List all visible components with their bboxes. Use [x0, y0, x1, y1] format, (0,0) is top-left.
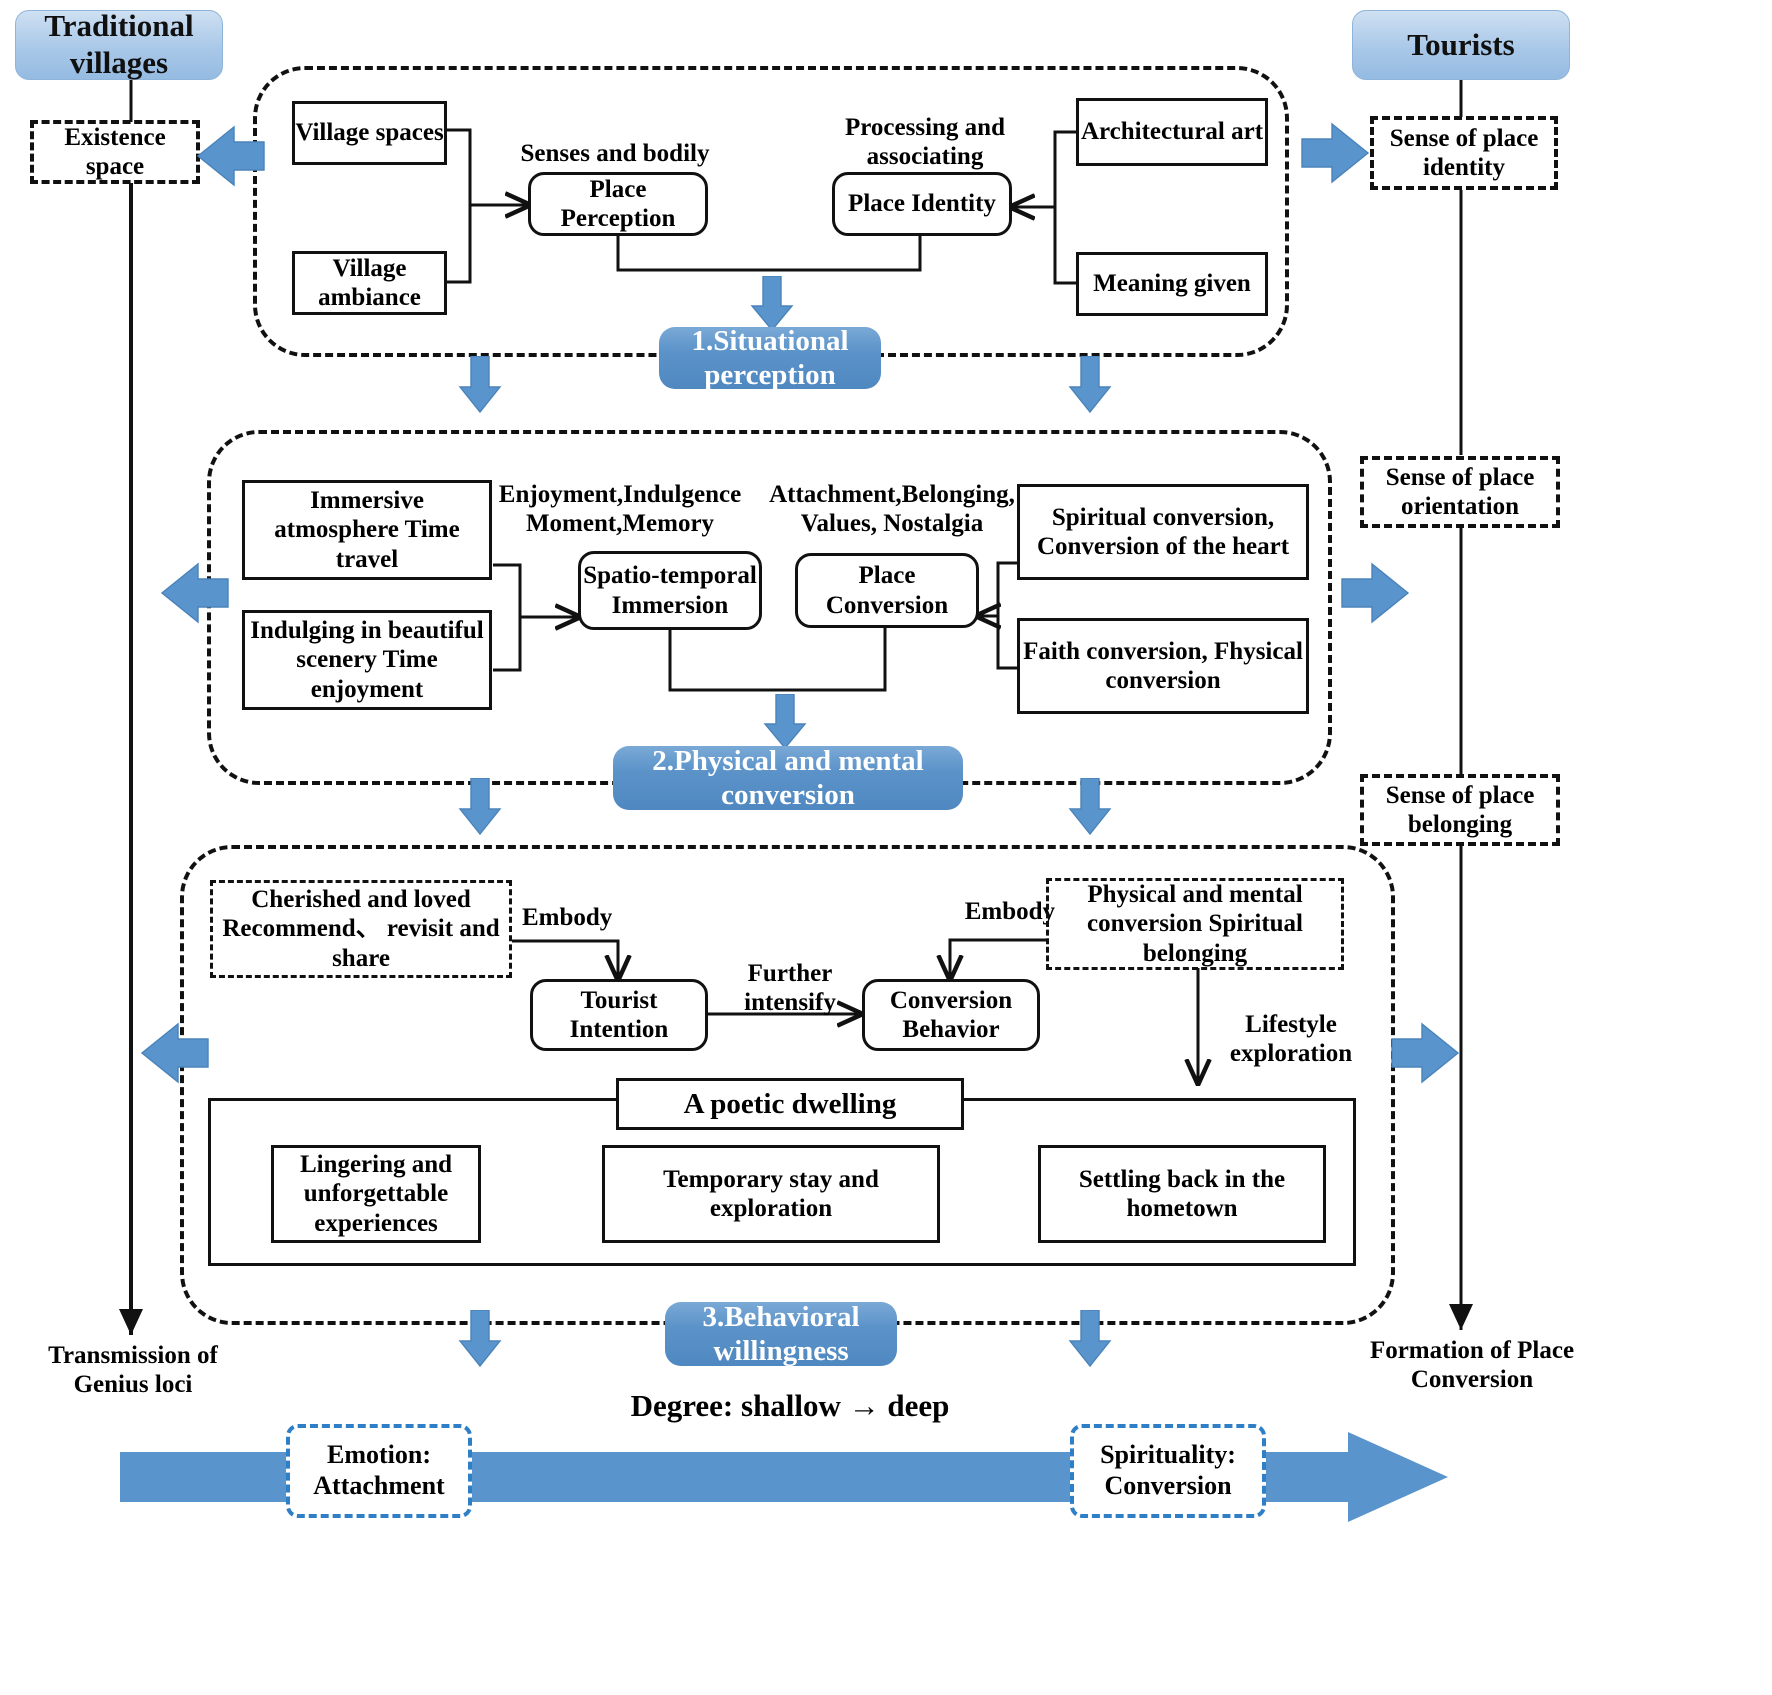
place-conversion-label: Place Conversion: [825, 562, 949, 619]
emotion-attachment-box: Emotion: Attachment: [286, 1424, 472, 1518]
embody-left-text: Embody: [522, 904, 613, 932]
poetic-dwelling-box: A poetic dwelling: [616, 1078, 964, 1130]
indulging-scenery-label: Indulging in beautiful scenery Time enjo…: [250, 616, 484, 703]
stage2-badge: 2.Physical and mental conversion: [613, 744, 963, 811]
attachment-belonging-label: Attachment,Belonging, Values, Nostalgia: [768, 478, 1016, 540]
cherished-loved-label: Cherished and loved Recommend、 revisit a…: [222, 885, 500, 972]
settling-back-label: Settling back in the hometown: [1078, 1165, 1286, 1223]
stage1-badge: 1.Situational perception: [659, 324, 881, 391]
temporary-stay-box: Temporary stay and exploration: [602, 1145, 940, 1243]
spirituality-conversion-box: Spirituality: Conversion: [1070, 1424, 1266, 1518]
existence-space-label: Existence space: [64, 123, 166, 181]
embody-left-label: Embody: [522, 903, 622, 933]
architectural-art-label: Architectural art: [1080, 118, 1264, 146]
enjoyment-indulgence-text: Enjoyment,Indulgence Moment,Memory: [498, 480, 742, 538]
conversion-behavior-box: Conversion Behavior: [862, 979, 1040, 1051]
settling-back-box: Settling back in the hometown: [1038, 1145, 1326, 1243]
stage2-to-stage3-right-arrow: [1068, 777, 1112, 841]
header-tourists: Tourists: [1352, 10, 1570, 80]
lifestyle-exploration-label: Lifestyle exploration: [1216, 1008, 1366, 1070]
place-identity-label: Place Identity: [848, 190, 996, 218]
processing-associating-text: Processing and associating: [845, 113, 1005, 171]
spatio-temporal-immersion-box: Spatio-temporal Immersion: [578, 551, 762, 630]
further-intensify-text: Further intensify: [744, 959, 836, 1017]
senses-and-bodily-label: Senses and bodily: [500, 138, 730, 170]
stage1-to-stage2-right-arrow: [1068, 355, 1112, 419]
poetic-dwelling-label: A poetic dwelling: [683, 1087, 897, 1120]
degree-caption: Degree: shallow → deep: [610, 1385, 970, 1427]
immersive-atmosphere-label: Immersive atmosphere Time travel: [274, 486, 460, 573]
physical-mental-conversion-label: Physical and mental conversion Spiritual…: [1087, 880, 1303, 967]
lingering-experiences-label: Lingering and unforgettable experiences: [299, 1150, 453, 1237]
stage3-right-arrow: [1390, 1022, 1460, 1089]
place-perception-label: Place Perception: [560, 175, 676, 233]
stage3-badge: 3.Behavioral willingness: [665, 1300, 897, 1367]
spiritual-conversion-label: Spiritual conversion, Conversion of the …: [1036, 503, 1290, 561]
stage1-to-stage2-left-arrow: [458, 355, 502, 419]
sense-place-orientation-box: Sense of place orientation: [1360, 456, 1560, 528]
meaning-given-box: Meaning given: [1076, 252, 1268, 316]
stage1-center-down-arrow: [750, 275, 794, 337]
place-perception-box: Place Perception: [528, 172, 708, 236]
place-conversion-box: Place Conversion: [795, 553, 979, 628]
sense-place-identity-label: Sense of place identity: [1389, 124, 1539, 182]
stage2-to-stage3-left-arrow: [458, 777, 502, 841]
transmission-genius-loci-label: Transmission of Genius loci: [48, 1341, 218, 1399]
tourist-intention-box: Tourist Intention: [530, 979, 708, 1051]
spirituality-conversion-label: Spirituality: Conversion: [1100, 1440, 1236, 1500]
architectural-art-box: Architectural art: [1076, 98, 1268, 166]
formation-place-conversion-label: Formation of Place Conversion: [1369, 1336, 1575, 1394]
stage2-center-down-arrow: [763, 693, 807, 755]
village-spaces-label: Village spaces: [295, 119, 444, 147]
spatio-temporal-immersion-label: Spatio-temporal Immersion: [583, 562, 757, 619]
formation-place-conversion-note: Formation of Place Conversion: [1352, 1335, 1592, 1395]
stage3-to-bottom-left-arrow: [458, 1309, 502, 1373]
stage2-badge-label: 2.Physical and mental conversion: [652, 744, 924, 811]
stage3-to-bottom-right-arrow: [1068, 1309, 1112, 1373]
senses-and-bodily-text: Senses and bodily: [520, 140, 710, 168]
stage1-right-arrow: [1300, 122, 1370, 189]
header-tourists-label: Tourists: [1407, 26, 1515, 62]
tourist-intention-label: Tourist Intention: [569, 986, 669, 1044]
indulging-scenery-box: Indulging in beautiful scenery Time enjo…: [242, 610, 492, 710]
village-ambiance-label: Village ambiance: [318, 254, 421, 312]
lifestyle-exploration-text: Lifestyle exploration: [1229, 1010, 1353, 1068]
spiritual-conversion-box: Spiritual conversion, Conversion of the …: [1017, 484, 1309, 580]
cherished-loved-box: Cherished and loved Recommend、 revisit a…: [210, 880, 512, 978]
faith-conversion-box: Faith conversion, Fhysical conversion: [1017, 618, 1309, 714]
stage2-left-arrow: [160, 562, 230, 629]
attachment-belonging-text: Attachment,Belonging, Values, Nostalgia: [769, 480, 1015, 538]
existence-space-box: Existence space: [30, 120, 200, 184]
header-traditional-villages: Traditional villages: [15, 8, 223, 80]
sense-place-belonging-box: Sense of place belonging: [1360, 774, 1560, 846]
village-spaces-box: Village spaces: [292, 101, 447, 165]
enjoyment-indulgence-label: Enjoyment,Indulgence Moment,Memory: [497, 478, 743, 540]
stage1-badge-label: 1.Situational perception: [691, 324, 849, 391]
stage1-left-arrow: [196, 125, 266, 192]
place-identity-box: Place Identity: [832, 172, 1012, 236]
meaning-given-label: Meaning given: [1093, 270, 1251, 298]
village-ambiance-box: Village ambiance: [292, 251, 447, 315]
immersive-atmosphere-box: Immersive atmosphere Time travel: [242, 480, 492, 580]
stage3-badge-label: 3.Behavioral willingness: [702, 1300, 860, 1367]
stage3-left-arrow: [140, 1022, 210, 1089]
physical-mental-conversion-box: Physical and mental conversion Spiritual…: [1046, 878, 1344, 970]
sense-place-identity-box: Sense of place identity: [1370, 116, 1558, 190]
embody-right-text: Embody: [964, 898, 1055, 926]
faith-conversion-label: Faith conversion, Fhysical conversion: [1023, 637, 1303, 695]
sense-place-orientation-label: Sense of place orientation: [1385, 463, 1535, 521]
emotion-attachment-label: Emotion: Attachment: [313, 1440, 445, 1500]
header-traditional-villages-label: Traditional villages: [44, 8, 194, 80]
processing-associating-label: Processing and associating: [840, 112, 1010, 172]
stage2-right-arrow: [1340, 562, 1410, 629]
sense-place-belonging-label: Sense of place belonging: [1385, 781, 1535, 839]
lingering-experiences-box: Lingering and unforgettable experiences: [271, 1145, 481, 1243]
embody-right-label: Embody: [955, 897, 1055, 927]
further-intensify-label: Further intensify: [726, 958, 854, 1018]
transmission-genius-loci-note: Transmission of Genius loci: [28, 1340, 238, 1400]
temporary-stay-label: Temporary stay and exploration: [663, 1165, 879, 1223]
conversion-behavior-label: Conversion Behavior: [889, 986, 1013, 1044]
degree-caption-text: Degree: shallow → deep: [630, 1387, 950, 1423]
